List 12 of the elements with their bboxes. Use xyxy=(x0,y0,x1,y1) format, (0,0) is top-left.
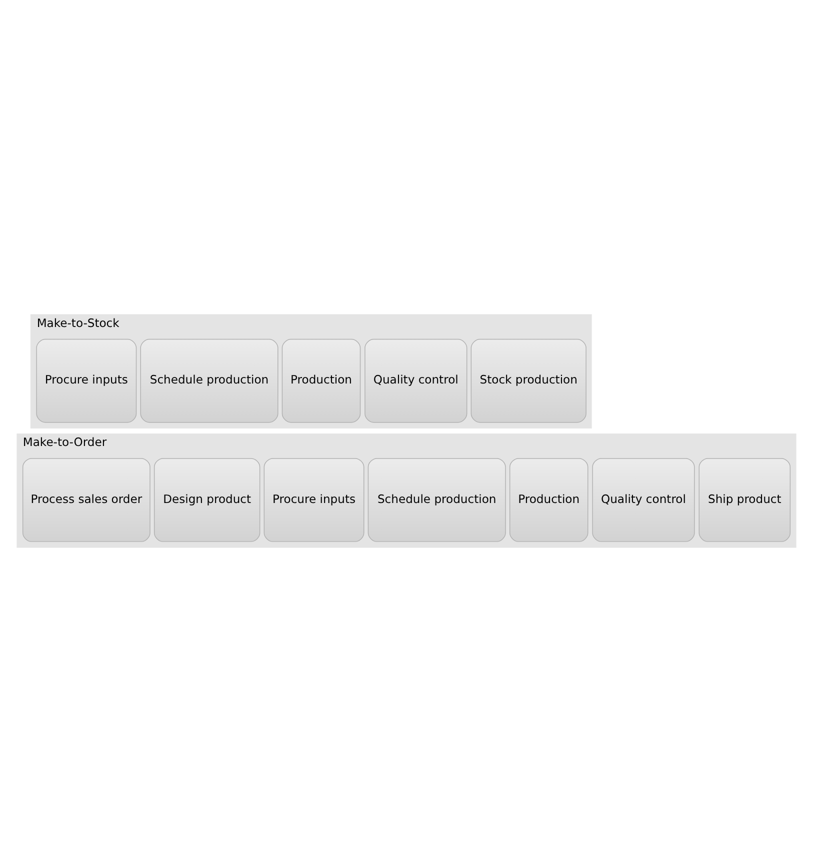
node-box: Quality control xyxy=(364,338,468,422)
node-box: Stock production xyxy=(470,338,586,422)
node-box: Production xyxy=(282,338,361,422)
node-box: Schedule production xyxy=(368,458,506,542)
node-box: Quality control xyxy=(592,458,695,542)
node-box: Design product xyxy=(154,458,260,542)
node-box: Process sales order xyxy=(22,458,150,542)
node-box: Procure inputs xyxy=(264,458,364,542)
node-box: Production xyxy=(509,458,588,542)
node-box: Ship product xyxy=(698,458,791,542)
node-box: Schedule production xyxy=(140,338,278,422)
node-box: Procure inputs xyxy=(36,338,137,422)
